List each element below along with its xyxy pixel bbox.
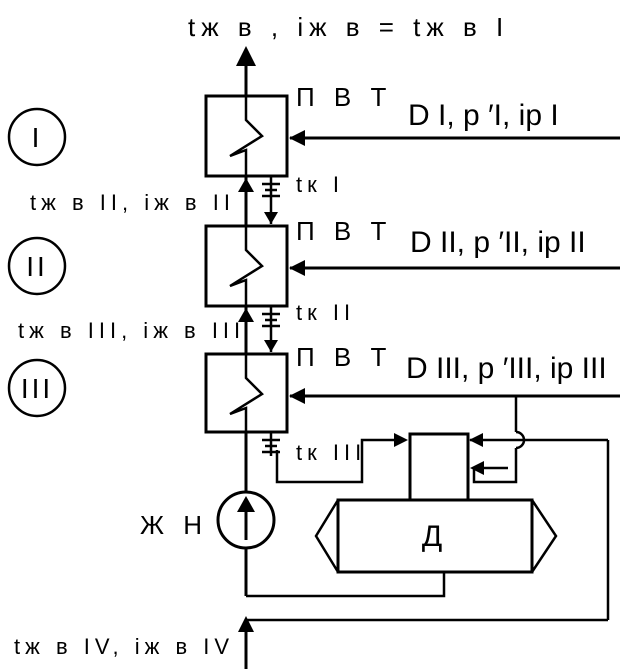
- stage-1-inlet-label: tж в II, iж в II: [30, 190, 235, 215]
- stage-marker-3-label: III: [21, 373, 53, 404]
- drain-2: [262, 306, 280, 352]
- heater-1-label: П В Т: [296, 82, 392, 112]
- heater-3: [204, 352, 289, 434]
- arrow-pipe-2-3: [238, 308, 254, 322]
- feed-pump: [216, 490, 276, 550]
- outlet-label: tж в , iж в = tж в I: [188, 12, 509, 42]
- stage-marker-3: III: [7, 358, 67, 418]
- heater-2: [204, 224, 289, 308]
- steam-3-label: D III, p ′III, iр III: [406, 352, 607, 385]
- heater-2-label: П В Т: [296, 216, 392, 246]
- deaerator-column: [408, 432, 470, 502]
- stage-3-inlet-label: tж в IV, iж в IV: [14, 634, 234, 659]
- outlet-arrow: [236, 46, 256, 66]
- steam-arrow-2: [289, 260, 305, 276]
- drain-3-label: tк III: [296, 440, 366, 465]
- heater-1: [204, 94, 289, 178]
- drain-3: [262, 432, 408, 484]
- deaerator-label: Д: [422, 520, 442, 553]
- stage-2-inlet-label: tж в III, iж в III: [18, 318, 245, 343]
- stage-marker-1: I: [7, 107, 67, 167]
- deaerator-tank: [314, 498, 558, 574]
- heater-3-label: П В Т: [296, 342, 392, 372]
- stage-marker-1-label: I: [32, 122, 43, 153]
- drain-2-label: tк II: [296, 300, 355, 325]
- drain-1-label: tк I: [296, 172, 344, 197]
- arrow-pipe-1-2: [238, 178, 254, 192]
- pump-label: Ж Н: [140, 510, 208, 540]
- steam-1-label: D I, p ′I, iр I: [408, 99, 559, 132]
- drain-1: [262, 176, 280, 224]
- stage-marker-2: II: [7, 236, 67, 296]
- steam-arrow-3: [289, 388, 305, 404]
- inlet-arrow: [238, 616, 254, 632]
- stage-marker-2-label: II: [26, 251, 48, 282]
- steam-2-label: D II, p ′II, iр II: [410, 226, 586, 259]
- steam-arrow-1: [289, 130, 305, 146]
